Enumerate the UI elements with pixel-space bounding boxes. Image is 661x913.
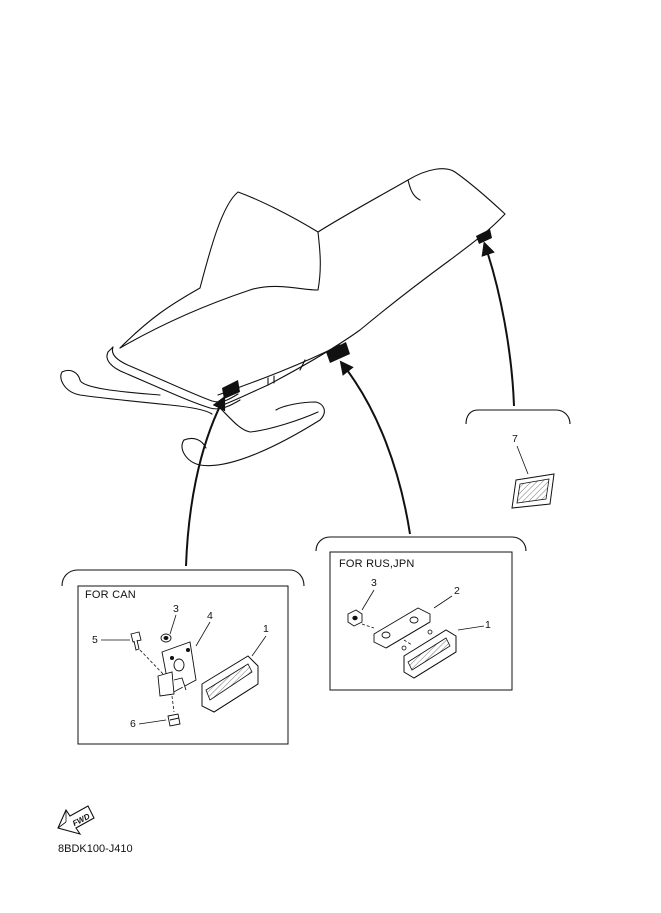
rear-mount-mark xyxy=(476,229,492,244)
diagram-code: 8BDK100-J410 xyxy=(58,843,133,855)
rear-callout: 7 xyxy=(465,409,571,509)
can-part-number-1: 1 xyxy=(263,623,269,635)
can-reflector-part-1 xyxy=(201,655,259,713)
rus-nut-part-3 xyxy=(347,609,363,627)
can-part-number-5: 5 xyxy=(92,634,98,646)
can-bracket xyxy=(61,569,305,587)
rus-header: FOR RUS,JPN xyxy=(339,558,415,570)
front-mount-mark xyxy=(222,380,240,399)
rus-callout: FOR RUS,JPN 3 2 1 xyxy=(315,536,527,691)
rus-part-number-3: 3 xyxy=(371,577,377,589)
body-mount-marks xyxy=(222,229,492,399)
rus-plate-part-2 xyxy=(373,607,431,649)
fwd-arrow-icon: FWD xyxy=(57,805,95,835)
part-number-7: 7 xyxy=(512,433,518,445)
can-callout: FOR CAN 1 3 4 5 6 xyxy=(61,569,305,745)
snowmobile-illustration xyxy=(60,168,506,467)
rus-bracket xyxy=(315,536,527,552)
can-nut-part-3 xyxy=(160,633,172,643)
rear-reflector-part-7 xyxy=(511,473,555,509)
mid-mount-mark xyxy=(326,342,350,363)
rus-part-number-1: 1 xyxy=(485,619,491,631)
can-header: FOR CAN xyxy=(85,589,136,601)
can-part-number-6: 6 xyxy=(130,718,136,730)
can-bolt-part-5 xyxy=(130,631,142,651)
can-bracket-part-4 xyxy=(157,641,197,697)
leader-to-rear xyxy=(481,241,515,407)
can-bolt-part-6 xyxy=(167,713,181,727)
rus-reflector-part-1 xyxy=(401,629,457,679)
can-part-number-4: 4 xyxy=(207,610,213,622)
can-part-number-3: 3 xyxy=(173,603,179,615)
rear-bracket xyxy=(465,409,571,425)
leader-to-can-box xyxy=(185,395,226,567)
leader-to-rus-box xyxy=(339,360,411,535)
leader-arrows xyxy=(185,241,515,567)
rus-part-number-2: 2 xyxy=(454,585,460,597)
